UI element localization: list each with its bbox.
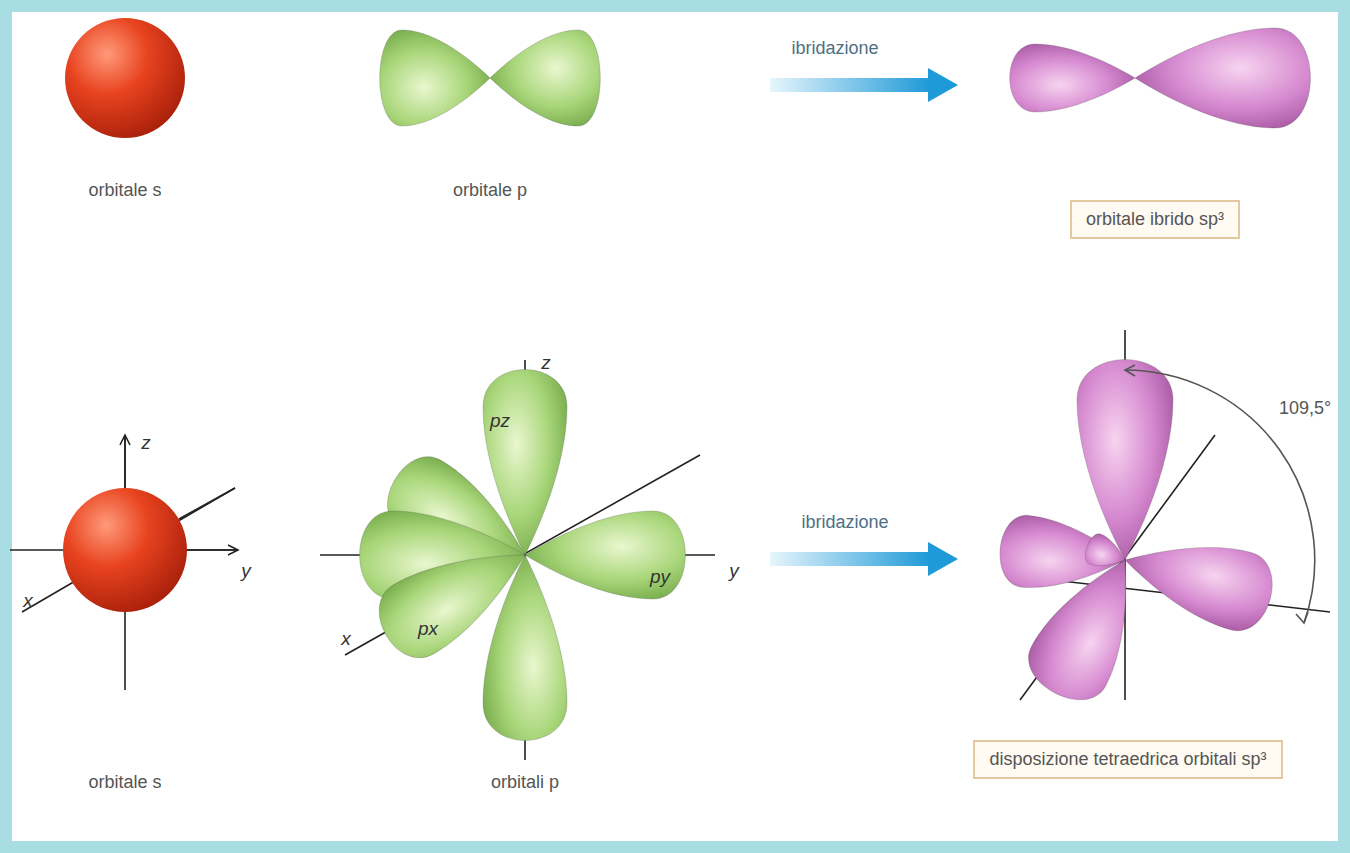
hybridization-arrow [770, 542, 958, 576]
caption-box: orbitale ibrido sp³ [1070, 200, 1240, 239]
p-orbital-lobe [483, 370, 567, 555]
axis-label: x [23, 590, 33, 613]
p-orbital-lobe [380, 30, 490, 126]
axis-label: x [341, 628, 351, 651]
caption-box: disposizione tetraedrica orbitali sp³ [973, 740, 1282, 779]
p-orbital-lobe [366, 520, 545, 669]
hybrid-orbital-lobe [1017, 540, 1162, 712]
hybrid-orbital-lobe [1135, 28, 1310, 128]
caption-label: 109,5° [1279, 398, 1331, 420]
s-orbital [63, 488, 187, 612]
hybrid-orbital-lobe [1077, 360, 1173, 561]
axis-label: px [418, 618, 438, 641]
caption-text: orbitale ibrido sp³ [1086, 209, 1224, 229]
arrow-label: ibridazione [791, 38, 878, 60]
p-orbital-lobe [525, 511, 685, 599]
hybrid-orbital-lobe [1115, 521, 1281, 637]
axis-label: py [650, 566, 670, 589]
axis-label: z [141, 432, 151, 455]
hybrid-orbital-lobe [1010, 44, 1135, 112]
caption-text: disposizione tetraedrica orbitali sp³ [989, 749, 1266, 769]
s-orbital-axes [120, 435, 238, 555]
axis-label: y [729, 560, 739, 583]
caption-label: orbitale p [453, 180, 527, 202]
caption-label: orbitali p [491, 772, 559, 794]
axis-label: pz [490, 410, 510, 433]
s-orbital [65, 18, 185, 138]
p-orbital-lobe [490, 30, 600, 126]
caption-label: orbitale s [88, 772, 161, 794]
hybridization-arrow [770, 68, 958, 102]
s-orbital-axes [10, 435, 238, 690]
axis-label: z [541, 352, 551, 375]
arrow-label: ibridazione [801, 512, 888, 534]
caption-label: orbitale s [88, 180, 161, 202]
axis-label: y [241, 560, 251, 583]
